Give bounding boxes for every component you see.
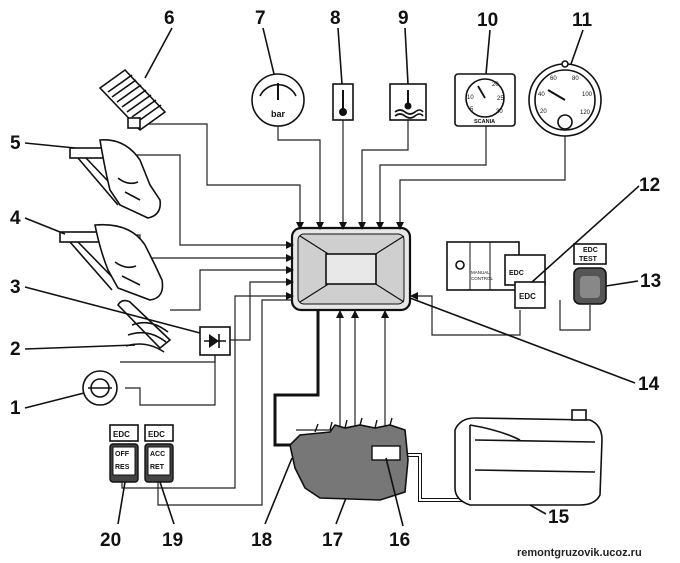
callout-19: 19 xyxy=(162,530,183,551)
test-label: TEST xyxy=(579,256,598,263)
callout-16: 16 xyxy=(389,530,410,551)
edc-control-unit xyxy=(290,226,412,312)
watermark: remontgruzovik.ucoz.ru xyxy=(517,547,642,559)
clock-mark-25: 25 xyxy=(497,96,504,102)
callout-numbers: 6 7 8 9 10 11 5 4 3 2 1 12 13 14 15 16 1… xyxy=(10,8,661,551)
panel-control: CONTROL xyxy=(471,276,493,281)
panel-manual: MANUAL xyxy=(471,270,490,275)
clock-mark-10: 10 xyxy=(467,95,474,101)
instrument-clock: 10 20 25 30 5 SCANIA xyxy=(454,73,516,127)
callout-10: 10 xyxy=(477,10,498,31)
switch-right-top: ACC xyxy=(150,451,165,458)
arrowheads xyxy=(286,222,418,318)
injection-pump xyxy=(289,417,409,501)
switch-right-bottom: RET xyxy=(150,464,165,471)
callout-7: 7 xyxy=(255,8,266,29)
tacho-mark-80: 80 xyxy=(572,76,579,82)
callout-18: 18 xyxy=(251,530,272,551)
callout-17: 17 xyxy=(322,530,343,551)
edc-panel: MANUAL CONTROL EDC EDC xyxy=(446,241,546,309)
pressure-gauge: bar xyxy=(251,73,305,127)
callout-14: 14 xyxy=(638,374,660,395)
edc-test-switch: EDC TEST xyxy=(573,243,607,305)
callout-15: 15 xyxy=(548,507,570,528)
callout-3: 3 xyxy=(10,277,21,298)
temperature-sensor-icon xyxy=(332,83,354,121)
clock-brand: SCANIA xyxy=(474,119,495,125)
tacho-mark-120: 120 xyxy=(580,110,591,116)
switch-right-header: EDC xyxy=(148,430,165,439)
callout-9: 9 xyxy=(398,8,409,29)
callout-8: 8 xyxy=(330,8,341,29)
clock-mark-20: 20 xyxy=(492,82,499,88)
cruise-switch-off-res: EDC OFF RES xyxy=(109,424,139,483)
panel-edc-label: EDC xyxy=(509,270,524,277)
callout-4: 4 xyxy=(10,208,21,229)
clutch-pedal-with-foot xyxy=(69,139,162,219)
switch-left-header: EDC xyxy=(113,430,130,439)
tacho-mark-20: 20 xyxy=(540,109,547,115)
callout-20: 20 xyxy=(100,530,121,551)
tacho-mark-40: 40 xyxy=(538,92,545,98)
cruise-switch-acc-ret: EDC ACC RET xyxy=(144,424,174,483)
switch-left-top: OFF xyxy=(115,451,130,458)
callout-leaders xyxy=(24,27,640,527)
callout-1: 1 xyxy=(10,398,21,419)
callout-5: 5 xyxy=(10,133,21,154)
diode-box xyxy=(199,326,231,356)
edc-unit-label: EDC xyxy=(519,292,536,301)
hand-lever xyxy=(117,299,172,353)
speed-sensor xyxy=(82,370,118,406)
coolant-temperature-icon xyxy=(389,83,427,121)
test-edc-label: EDC xyxy=(583,247,598,254)
tacho-mark-100: 100 xyxy=(582,92,593,98)
callout-6: 6 xyxy=(164,8,175,29)
accelerator-pedal xyxy=(98,68,167,132)
callout-13: 13 xyxy=(640,271,661,292)
clock-mark-30: 30 xyxy=(496,109,503,115)
tachometer: 20 40 60 80 100 120 xyxy=(528,60,602,137)
callout-12: 12 xyxy=(639,175,660,196)
fuel-tank xyxy=(454,409,603,506)
brake-pedal-with-foot xyxy=(59,223,164,301)
clock-mark-5: 5 xyxy=(470,107,474,113)
tacho-mark-60: 60 xyxy=(550,76,557,82)
callout-2: 2 xyxy=(10,339,21,360)
gauge-unit: bar xyxy=(271,109,286,119)
switch-left-bottom: RES xyxy=(115,464,130,471)
callout-11: 11 xyxy=(572,10,593,31)
